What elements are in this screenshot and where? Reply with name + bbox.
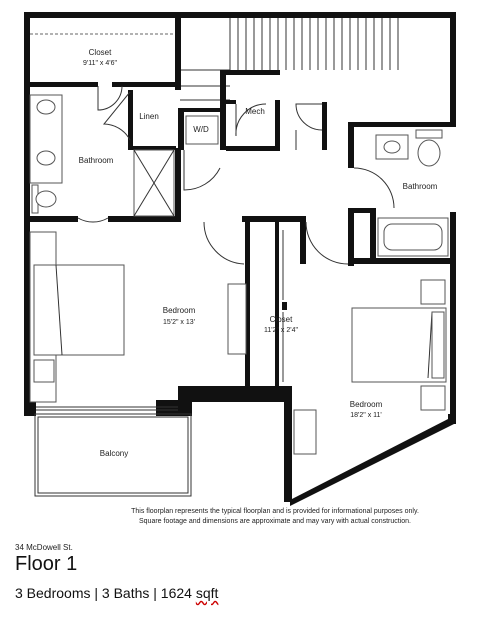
unit-stats-sqft: sqft [195, 585, 219, 601]
walls [24, 12, 456, 506]
bedroom-left-dimensions: 15'2" x 13' [163, 319, 195, 326]
bedroom-right-furniture [293, 279, 447, 455]
unit-stats: 3 Bedrooms | 3 Baths | 1624 sqft [15, 585, 218, 601]
bedroom-left-furniture [29, 231, 247, 403]
disclaimer-line-1: This floorplan represents the typical fl… [131, 508, 419, 515]
balcony-railing [34, 406, 192, 497]
bedroom-right-label: Bedroom [350, 400, 383, 409]
bedroom-right-dimensions: 18'2" x 11' [350, 412, 382, 419]
disclaimer: This floorplan represents the typical fl… [95, 507, 455, 527]
unit-stats-text: 3 Bedrooms | 3 Baths | 1624 [15, 585, 196, 601]
staircase [180, 18, 399, 101]
door-swings [77, 85, 395, 382]
bathroom-fixtures [29, 94, 449, 257]
wd-label: W/D [193, 125, 209, 134]
closet-mid-dimensions: 11'2" x 2'4" [264, 327, 298, 334]
bedroom-left-label: Bedroom [163, 306, 196, 315]
balcony-label: Balcony [100, 449, 128, 458]
linen-label: Linen [139, 112, 159, 121]
disclaimer-line-2: Square footage and dimensions are approx… [139, 518, 411, 525]
address: 34 McDowell St. [15, 543, 73, 552]
floor-plan: Closet 9'11" x 4'6" Linen W/D Mech Bathr… [24, 12, 456, 506]
bathroom-right-label: Bathroom [403, 182, 438, 191]
closet-mid-label: Closet [270, 315, 293, 324]
mech-label: Mech [245, 107, 265, 116]
bathroom-left-label: Bathroom [79, 156, 114, 165]
floor-title: Floor 1 [15, 553, 78, 575]
closet-top-dimensions: 9'11" x 4'6" [83, 60, 117, 67]
closet-top-label: Closet [89, 48, 112, 57]
